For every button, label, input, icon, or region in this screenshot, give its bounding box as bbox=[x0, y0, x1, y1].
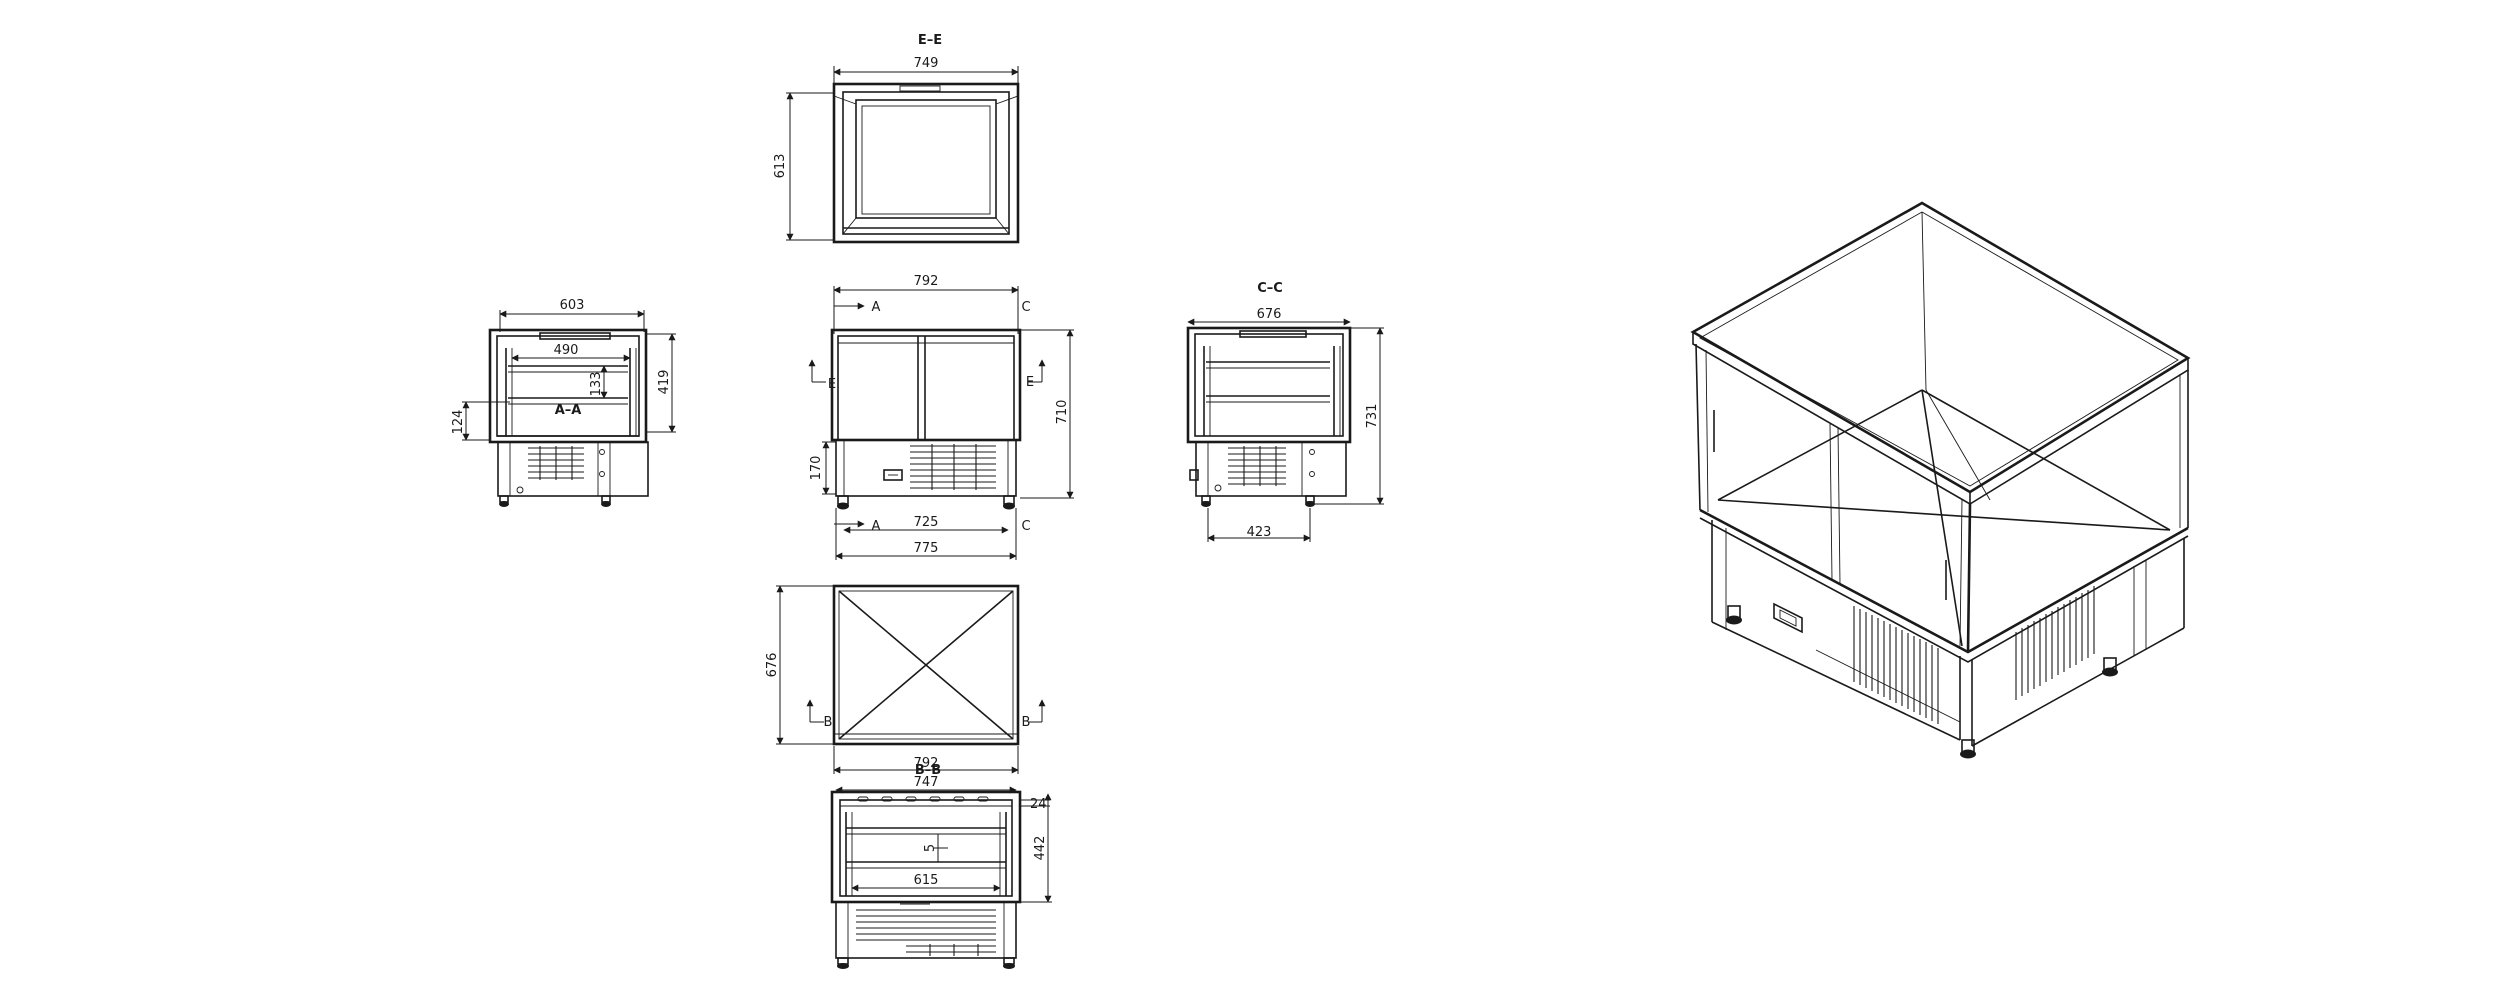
dim-5: 5 bbox=[923, 844, 938, 852]
section-view-c-c: C–C 676 bbox=[1186, 281, 1384, 542]
section-view-a-a: 603 490 133 A–A 419 124 bbox=[451, 298, 676, 507]
section-label-c-c: C–C bbox=[1257, 281, 1283, 296]
dim-603: 603 bbox=[560, 298, 585, 313]
marker-e-right: E bbox=[1026, 375, 1034, 390]
dim-792-plan: 792 bbox=[914, 756, 939, 771]
marker-b-left: B bbox=[824, 715, 833, 730]
dim-170: 170 bbox=[809, 456, 824, 481]
marker-c-bottom: C bbox=[1021, 519, 1030, 534]
plan-view: 676 B B 792 bbox=[765, 584, 1046, 774]
dim-613: 613 bbox=[773, 154, 788, 179]
dim-676-right: 676 bbox=[1257, 307, 1282, 322]
section-view-b-b: B–B 747 5 615 24 bbox=[830, 763, 1052, 969]
marker-a-top: A bbox=[872, 300, 881, 315]
dim-419: 419 bbox=[657, 370, 672, 395]
marker-c-top: C bbox=[1021, 300, 1030, 315]
dim-710: 710 bbox=[1055, 400, 1070, 425]
isometric-view bbox=[1690, 201, 2191, 759]
dim-725: 725 bbox=[914, 515, 939, 530]
dim-615: 615 bbox=[914, 873, 939, 888]
dim-24: 24 bbox=[1030, 797, 1047, 812]
dim-749: 749 bbox=[914, 56, 939, 71]
marker-a-bottom: A bbox=[872, 519, 881, 534]
dim-731: 731 bbox=[1365, 404, 1380, 429]
section-label-b-b: B–B bbox=[915, 763, 941, 778]
dim-775: 775 bbox=[914, 541, 939, 556]
dim-676-plan: 676 bbox=[765, 653, 780, 678]
section-label-a-a: A–A bbox=[555, 403, 582, 418]
front-view: 792 A C E E bbox=[808, 274, 1074, 560]
dim-124: 124 bbox=[451, 410, 466, 435]
dim-423: 423 bbox=[1247, 525, 1272, 540]
dim-490: 490 bbox=[554, 343, 579, 358]
dim-133: 133 bbox=[589, 372, 604, 397]
dim-747: 747 bbox=[914, 775, 939, 790]
marker-b-right: B bbox=[1022, 715, 1031, 730]
dim-442: 442 bbox=[1033, 836, 1048, 861]
marker-e-left: E bbox=[828, 377, 836, 392]
section-label-e-e: E–E bbox=[918, 33, 942, 48]
dim-792: 792 bbox=[914, 274, 939, 289]
section-view-e-e: E–E 749 613 bbox=[773, 33, 1020, 244]
